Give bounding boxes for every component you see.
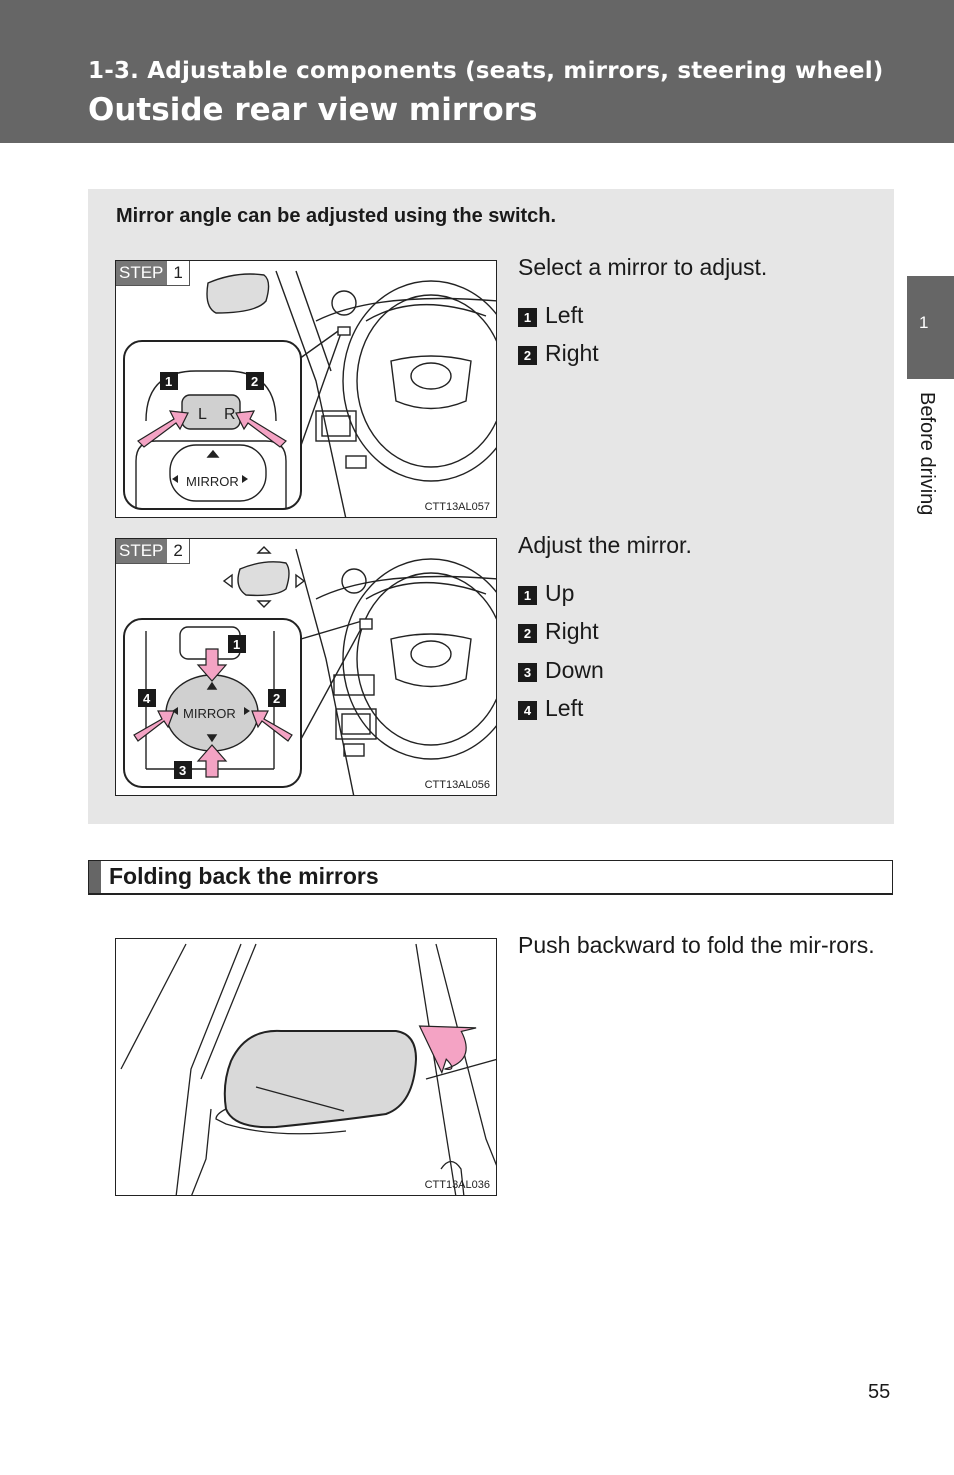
folding-illustration: CTT13AL036 [115,938,497,1196]
step2-illustration: STEP 2 [115,538,497,796]
arrow-down-icon [196,744,228,778]
switch-label-l: L [198,406,207,423]
step2-drawing: MIRROR 1 2 3 4 [123,546,496,795]
section-title: 1-3. Adjustable components (seats, mirro… [88,58,884,84]
chapter-tab: 1 [907,276,954,379]
chapter-label: Before driving [916,392,938,516]
page-number: 55 [868,1381,891,1403]
fold-arrow-icon [418,1025,477,1075]
arrow-right-icon [235,410,287,448]
page-header: 1-3. Adjustable components (seats, mirro… [0,0,954,143]
chapter-number: 1 [919,313,929,332]
callout-4: 4 [143,691,151,706]
folding-heading: Folding back the mirrors [88,860,893,895]
arrow-right-icon [251,710,293,742]
step2-description: Adjust the mirror. [518,532,692,558]
switch-label-r: R [224,406,236,423]
switch-label-mirror: MIRROR [183,706,236,721]
folding-drawing [120,943,496,1195]
figure-code: CTT13AL036 [424,1179,490,1191]
step1-description: Select a mirror to adjust. [518,254,768,280]
arrow-left-icon [133,710,175,742]
page-title: Outside rear view mirrors [88,92,538,128]
arrow-up-icon [196,648,228,682]
callout-1: 1 [165,374,172,389]
callout-2: 2 [251,374,258,389]
folding-text: Push backward to fold the mir-rors. [518,932,875,958]
folding-heading-text: Folding back the mirrors [109,863,379,889]
intro-text: Mirror angle can be adjusted using the s… [116,205,557,227]
arrow-left-icon [137,410,189,448]
step1-drawing: L R MIRROR 1 2 [123,270,496,517]
callout-3: 3 [179,763,186,778]
switch-label-mirror: MIRROR [186,474,239,489]
step1-illustration: STEP 1 [115,260,497,518]
step1-badge: STEP 1 [116,261,190,286]
step2-badge: STEP 2 [116,539,190,564]
figure-code: CTT13AL057 [424,501,490,513]
callout-1: 1 [233,637,240,652]
callout-2: 2 [273,691,280,706]
figure-code: CTT13AL056 [424,779,490,791]
